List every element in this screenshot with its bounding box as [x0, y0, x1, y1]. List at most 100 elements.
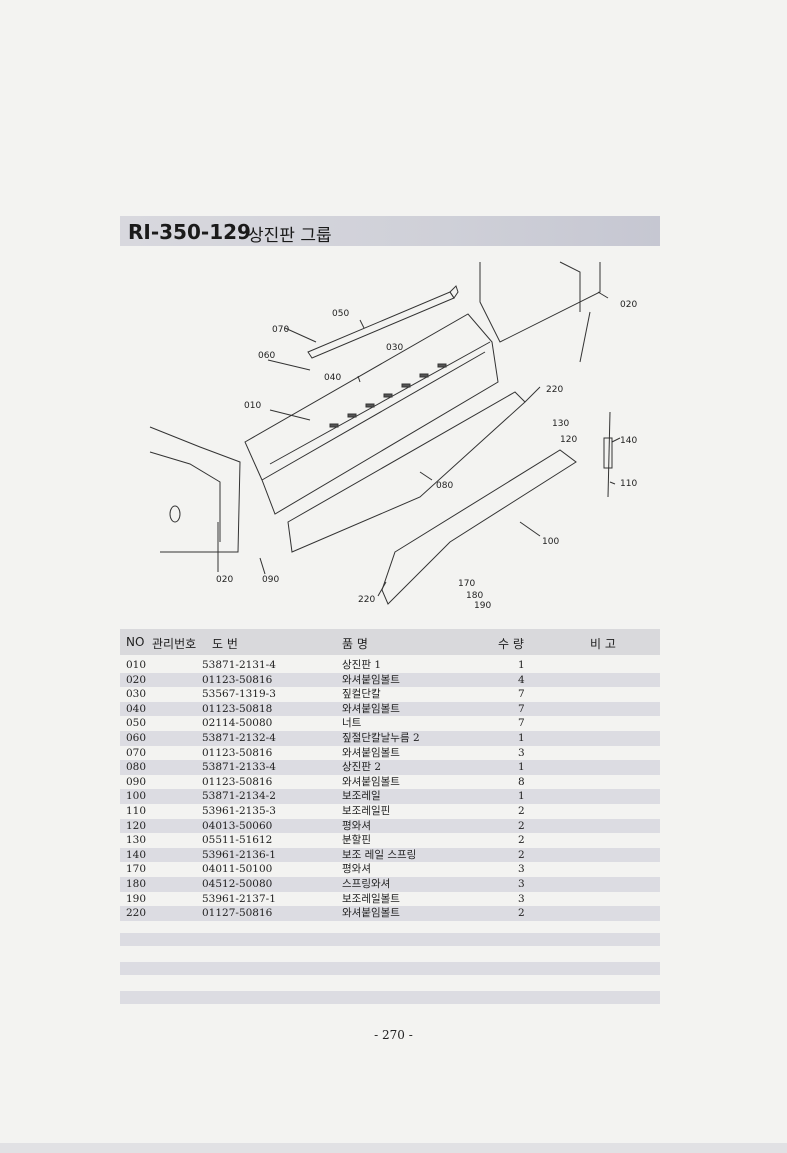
row-no: 060: [126, 731, 147, 744]
header-mgmt-number: 관리번호: [152, 637, 197, 651]
header-drawing-number: 도 번: [212, 637, 238, 651]
row-item-name: 와셔붙임볼트: [342, 673, 400, 686]
callout-140: 140: [620, 436, 637, 446]
row-item-name: 평와셔: [342, 863, 371, 876]
row-no: 110: [126, 804, 147, 817]
header-no: NO: [126, 635, 145, 649]
row-quantity: 1: [518, 659, 525, 671]
row-quantity: 8: [518, 775, 525, 788]
row-quantity: 3: [518, 863, 525, 876]
callout-130: 130: [552, 419, 569, 429]
section-name: 상진판 그룹: [248, 226, 332, 246]
rail-100: [381, 449, 577, 605]
row-item-name: 와셔붙임볼트: [342, 746, 400, 759]
row-no: 180: [126, 877, 147, 890]
callout-020-bottom: 020: [216, 575, 233, 585]
row-no: 050: [126, 717, 147, 730]
row-quantity: 1: [518, 731, 525, 744]
header-quantity: 수 량: [498, 637, 524, 651]
row-quantity: 4: [518, 673, 525, 686]
plate-080: [287, 391, 526, 553]
callout-060: 060: [258, 351, 275, 361]
row-item-name: 와셔붙임볼트: [342, 775, 400, 788]
row-item-name: 보조 레일 스프링: [342, 848, 417, 861]
row-quantity: 2: [518, 848, 525, 861]
parts-diagram: 050 070 030 060 040 010 020 220 130 120 …: [149, 261, 637, 611]
table-row: 170 04011-50100 평와셔 3: [120, 862, 660, 877]
row-part-number: 04011-50100: [202, 863, 273, 876]
table-row: 090 01123-50816 와셔붙임볼트 8: [120, 775, 660, 790]
row-item-name: 보조레일핀: [342, 804, 391, 817]
row-part-number: 01123-50816: [202, 775, 273, 788]
row-no: 040: [126, 702, 147, 715]
header-remarks: 비 고: [590, 637, 616, 651]
spring-140: [603, 437, 613, 469]
scan-edge: [0, 1143, 787, 1153]
row-quantity: 7: [518, 702, 525, 715]
row-quantity: 3: [518, 746, 525, 759]
row-no: 090: [126, 775, 147, 788]
row-quantity: 3: [518, 877, 525, 890]
callout-110: 110: [620, 479, 637, 489]
row-item-name: 상진판 1: [342, 659, 381, 671]
row-no: 220: [126, 907, 147, 920]
section-code: RI-350-129: [128, 220, 251, 244]
row-part-number: 05511-51612: [202, 834, 273, 847]
row-part-number: 53871-2131-4: [202, 659, 276, 671]
callout-080: 080: [436, 481, 453, 491]
row-no: 130: [126, 834, 147, 847]
diagram-callouts: 050 070 030 060 040 010 020 220 130 120 …: [216, 300, 637, 611]
row-part-number: 53871-2134-2: [202, 790, 276, 803]
callout-090: 090: [262, 575, 279, 585]
row-item-name: 짚컬단칼: [342, 688, 381, 701]
empty-row-band: [120, 962, 660, 975]
row-quantity: 7: [518, 717, 525, 730]
row-item-name: 너트: [342, 717, 362, 730]
empty-row-band: [120, 933, 660, 946]
row-no: 190: [126, 892, 147, 905]
row-quantity: 2: [518, 804, 525, 817]
callout-010: 010: [244, 401, 261, 411]
table-row: 110 53961-2135-3 보조레일핀 2: [120, 804, 660, 819]
row-part-number: 53961-2136-1: [202, 848, 276, 861]
parts-table-header: NO 관리번호 도 번 품 명 수 량 비 고: [120, 629, 660, 655]
callout-070: 070: [272, 325, 289, 335]
row-quantity: 1: [518, 761, 525, 774]
header-item-name: 품 명: [342, 637, 368, 651]
row-quantity: 2: [518, 834, 525, 847]
table-row: 070 01123-50816 와셔붙임볼트 3: [120, 746, 660, 761]
empty-row-band: [120, 991, 660, 1004]
row-part-number: 53871-2132-4: [202, 731, 276, 744]
callout-220-bottom: 220: [358, 595, 375, 605]
row-no: 100: [126, 790, 147, 803]
plate-010: [244, 313, 499, 515]
row-quantity: 1: [518, 790, 525, 803]
row-part-number: 53961-2137-1: [202, 892, 276, 905]
row-no: 030: [126, 688, 147, 701]
row-no: 070: [126, 746, 147, 759]
row-part-number: 01123-50818: [202, 702, 273, 715]
row-item-name: 와셔붙임볼트: [342, 907, 400, 920]
row-part-number: 01123-50816: [202, 746, 273, 759]
row-item-name: 상진판 2: [342, 761, 381, 774]
row-no: 170: [126, 863, 147, 876]
page-number: - 270 -: [374, 1028, 413, 1042]
row-quantity: 3: [518, 892, 525, 905]
row-no: 080: [126, 761, 147, 774]
callout-180: 180: [466, 591, 483, 601]
section-title-bar: RI-350-129 상진판 그룹: [120, 216, 660, 246]
callout-030: 030: [386, 343, 403, 353]
row-item-name: 와셔붙임볼트: [342, 702, 400, 715]
row-part-number: 53567-1319-3: [202, 688, 276, 701]
row-part-number: 53961-2135-3: [202, 804, 276, 817]
